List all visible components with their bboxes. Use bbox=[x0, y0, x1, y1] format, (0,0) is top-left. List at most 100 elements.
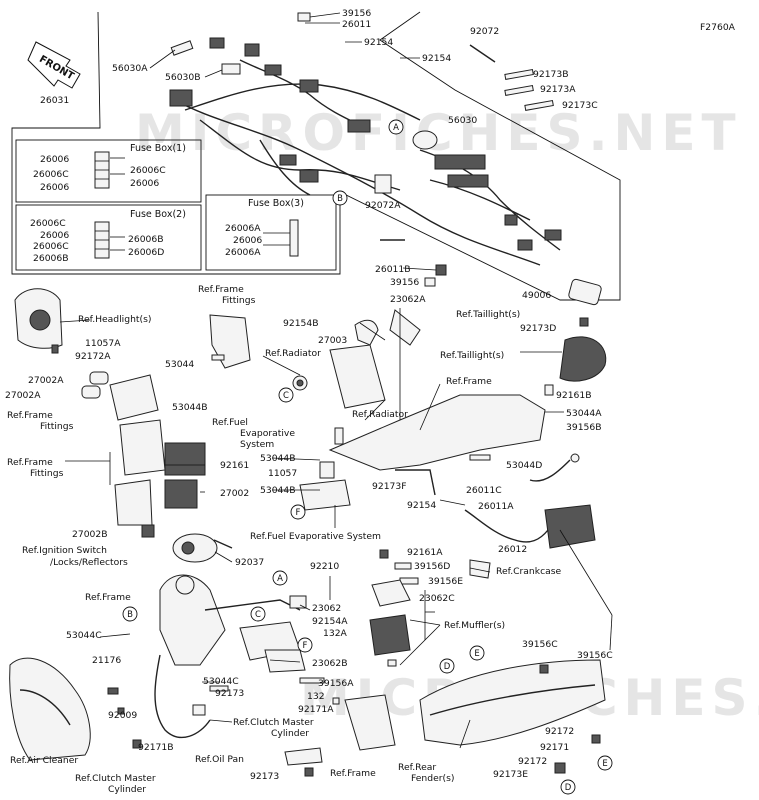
front-arrow-icon: FRONT bbox=[27, 41, 81, 89]
part-label: 39156C bbox=[522, 639, 558, 650]
part-label: 26006 bbox=[40, 182, 69, 193]
fuse-block-2-icon bbox=[94, 221, 110, 259]
crankcase-sensor-icon bbox=[379, 549, 491, 585]
part-label: 39156 bbox=[390, 277, 419, 288]
callout-a-top: A bbox=[388, 119, 404, 135]
clutch-cable-icon bbox=[132, 654, 340, 749]
part-label: 26006 bbox=[233, 235, 262, 246]
svg-text:C: C bbox=[283, 391, 289, 401]
headlight-assembly-icon bbox=[14, 288, 63, 354]
part-label: 53044C bbox=[66, 630, 102, 641]
part-label: 27002 bbox=[220, 488, 249, 499]
part-label: 53044B bbox=[172, 402, 208, 413]
part-label: 26011B bbox=[375, 264, 411, 275]
part-label: 26006A bbox=[225, 223, 261, 234]
part-label: 132A bbox=[323, 628, 348, 639]
callout-e-fender: E bbox=[469, 645, 485, 661]
part-label: 26006B bbox=[128, 234, 164, 245]
part-label: 39156B bbox=[566, 422, 602, 433]
callout-c-radiator: C bbox=[278, 387, 294, 403]
part-label: 26011 bbox=[342, 19, 371, 30]
oil-pan-bracket-icon bbox=[284, 747, 323, 777]
part-label: 27002B bbox=[72, 529, 108, 540]
watermark-top: MICROFICHES.NET bbox=[135, 104, 742, 162]
part-label: 26006C bbox=[33, 169, 69, 180]
part-label: 23062 bbox=[312, 603, 341, 614]
band-92173B-icon bbox=[504, 69, 534, 80]
part-label: 92037 bbox=[235, 557, 264, 568]
callout-a-frame: A bbox=[272, 570, 288, 586]
part-label: 56030A bbox=[112, 63, 148, 74]
part-label: 92161 bbox=[220, 460, 249, 471]
front-frame-tube-icon bbox=[159, 574, 307, 673]
part-label: 92173 bbox=[215, 688, 244, 699]
ref-label: Ref.Oil Pan bbox=[195, 754, 244, 765]
ecu-bracket-icon bbox=[114, 419, 206, 538]
figure-code: F2760A bbox=[700, 22, 736, 33]
part-label: 92171B bbox=[138, 742, 174, 753]
part-label: 92161A bbox=[407, 547, 443, 558]
part-label: 92161B bbox=[556, 390, 592, 401]
part-label: 53044C bbox=[203, 676, 239, 687]
part-label: 26006C bbox=[130, 165, 166, 176]
part-label: 23062C bbox=[419, 593, 455, 604]
clamp-39156-icon bbox=[297, 12, 311, 22]
part-label: 92172 bbox=[545, 726, 574, 737]
fuse-block-1-icon bbox=[94, 151, 110, 189]
part-label: 26031 bbox=[40, 95, 69, 106]
svg-text:E: E bbox=[474, 649, 479, 659]
frame-fittings-bracket-icon bbox=[81, 371, 159, 421]
ref-label: Ref.Muffler(s) bbox=[444, 620, 505, 631]
fuse-box-3-title: Fuse Box(3) bbox=[248, 198, 304, 209]
ref-label: Ref.Frame bbox=[330, 768, 376, 779]
svg-text:A: A bbox=[393, 123, 399, 133]
clamp-26011B-icon bbox=[435, 264, 447, 276]
part-label: 92173F bbox=[372, 481, 407, 492]
part-label: 26006D bbox=[128, 247, 164, 258]
part-label: 26006B bbox=[33, 253, 69, 264]
svg-text:D: D bbox=[444, 662, 451, 672]
pad-56030B-icon bbox=[221, 63, 241, 75]
part-label: 92154 bbox=[364, 37, 393, 48]
callout-f-evap: F bbox=[290, 504, 306, 520]
part-label: 53044 bbox=[165, 359, 194, 370]
callout-d-fender: D bbox=[439, 658, 455, 674]
svg-text:B: B bbox=[337, 194, 343, 204]
part-label: 56030B bbox=[165, 72, 201, 83]
part-label: 26006 bbox=[40, 154, 69, 165]
harness-group-outline bbox=[11, 11, 621, 301]
main-wiring-harness-icon bbox=[169, 37, 562, 266]
center-frame-piece-icon bbox=[344, 694, 396, 751]
clamp-39156b-icon bbox=[424, 277, 436, 287]
part-label: 11057A bbox=[85, 338, 121, 349]
part-label: 53044B bbox=[260, 485, 296, 496]
part-label: 92154 bbox=[407, 500, 436, 511]
air-cleaner-icon bbox=[9, 657, 125, 761]
band-92173A-icon bbox=[504, 85, 534, 96]
svg-text:F: F bbox=[303, 641, 308, 651]
part-label: 23062A bbox=[390, 294, 426, 305]
callout-c-frame: C bbox=[250, 606, 266, 622]
ref-label: Ref.Frame bbox=[85, 592, 131, 603]
part-label: 92171 bbox=[540, 742, 569, 753]
part-label: 26006A bbox=[225, 247, 261, 258]
part-label: 27002A bbox=[28, 375, 64, 386]
part-label: 39156 bbox=[342, 8, 371, 19]
part-label: 27003 bbox=[318, 335, 347, 346]
part-labels: 39156 26011 92154 92154 92072 56030A 560… bbox=[5, 8, 613, 782]
part-label: 92154A bbox=[312, 616, 348, 627]
ref-label: Ref.Crankcase bbox=[496, 566, 562, 577]
part-label: 27002A bbox=[5, 390, 41, 401]
part-label: 92172A bbox=[75, 351, 111, 362]
fuse-box-3-frame bbox=[205, 194, 337, 271]
upper-frame-fittings-icon bbox=[209, 314, 251, 369]
part-label: 92171A bbox=[298, 704, 334, 715]
fuse-box-1-frame bbox=[15, 139, 202, 203]
part-label: 92072A bbox=[365, 200, 401, 211]
taillight-icon bbox=[559, 317, 607, 382]
